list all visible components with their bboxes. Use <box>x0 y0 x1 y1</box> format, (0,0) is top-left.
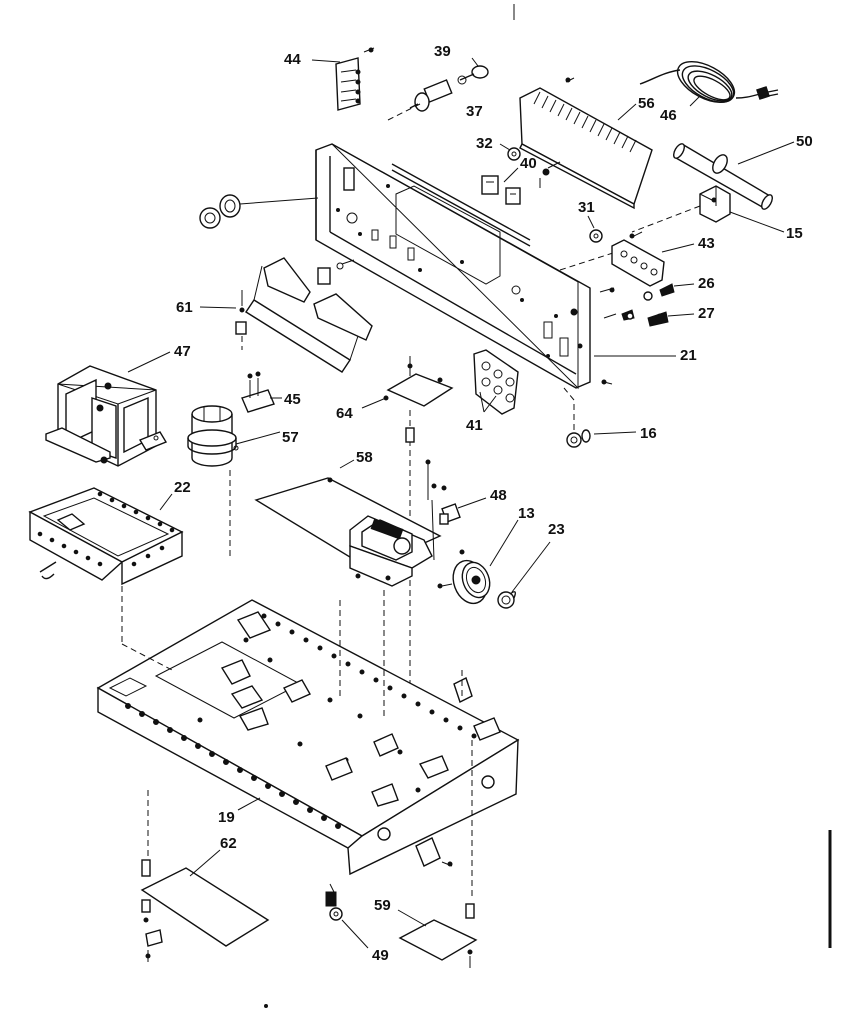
part-21-front-panel <box>315 143 591 390</box>
label-48: 48 <box>490 487 507 504</box>
grommets-left <box>199 194 241 229</box>
label-46: 46 <box>660 107 677 124</box>
part-61-bracket <box>235 257 373 373</box>
label-58: 58 <box>356 449 373 466</box>
part-46-power-cord <box>639 61 779 103</box>
part-64-cover-plate <box>383 356 454 407</box>
part-16-strain-relief <box>566 429 591 448</box>
part-57-capacitor <box>187 405 239 467</box>
label-56: 56 <box>638 95 655 112</box>
label-44: 44 <box>284 51 301 68</box>
part-43-connector-plate <box>611 231 665 287</box>
part-23-spring <box>497 591 517 609</box>
label-27: 27 <box>698 305 715 322</box>
label-16: 16 <box>640 425 657 442</box>
label-40: 40 <box>520 155 537 172</box>
label-50: 50 <box>796 133 813 150</box>
label-13: 13 <box>518 505 535 522</box>
part-31-grommet <box>589 229 603 243</box>
part-22-component-tray <box>28 487 184 586</box>
label-43: 43 <box>698 235 715 252</box>
label-31: 31 <box>578 199 595 216</box>
label-22: 22 <box>174 479 191 496</box>
label-19: 19 <box>218 809 235 826</box>
label-26: 26 <box>698 275 715 292</box>
label-45: 45 <box>284 391 301 408</box>
part-40-connectors <box>481 161 561 205</box>
label-61: 61 <box>176 299 193 316</box>
chassis-clips <box>220 611 501 807</box>
part-37-39-switch <box>409 65 489 112</box>
part-13-pulley <box>437 549 491 605</box>
label-23: 23 <box>548 521 565 538</box>
label-49: 49 <box>372 947 389 964</box>
label-41: 41 <box>466 417 483 434</box>
part-62-bottom-plate <box>140 859 270 962</box>
part-19-main-chassis <box>96 599 520 876</box>
part-50-tube <box>673 143 773 210</box>
part-44-terminal-strip <box>335 47 375 111</box>
label-59: 59 <box>374 897 391 914</box>
part-41-connector-block <box>473 349 519 415</box>
part-48-switch <box>439 503 461 525</box>
label-21: 21 <box>680 347 697 364</box>
part-13-drive-assembly <box>349 459 447 587</box>
label-39: 39 <box>434 43 451 60</box>
part-26-27-screws <box>599 283 675 385</box>
part-47-transformer <box>45 365 168 467</box>
label-32: 32 <box>476 135 493 152</box>
label-47: 47 <box>174 343 191 360</box>
label-37: 37 <box>466 103 483 120</box>
part-56-heat-sink <box>519 77 653 210</box>
label-57: 57 <box>282 429 299 446</box>
part-15-clamp <box>699 185 731 223</box>
part-49-fastener <box>325 883 343 921</box>
label-64: 64 <box>336 405 353 422</box>
label-62: 62 <box>220 835 237 852</box>
part-59-access-plate <box>398 903 478 968</box>
label-15: 15 <box>786 225 803 242</box>
part-45-clip <box>241 371 275 413</box>
part-32-grommet <box>507 147 521 161</box>
